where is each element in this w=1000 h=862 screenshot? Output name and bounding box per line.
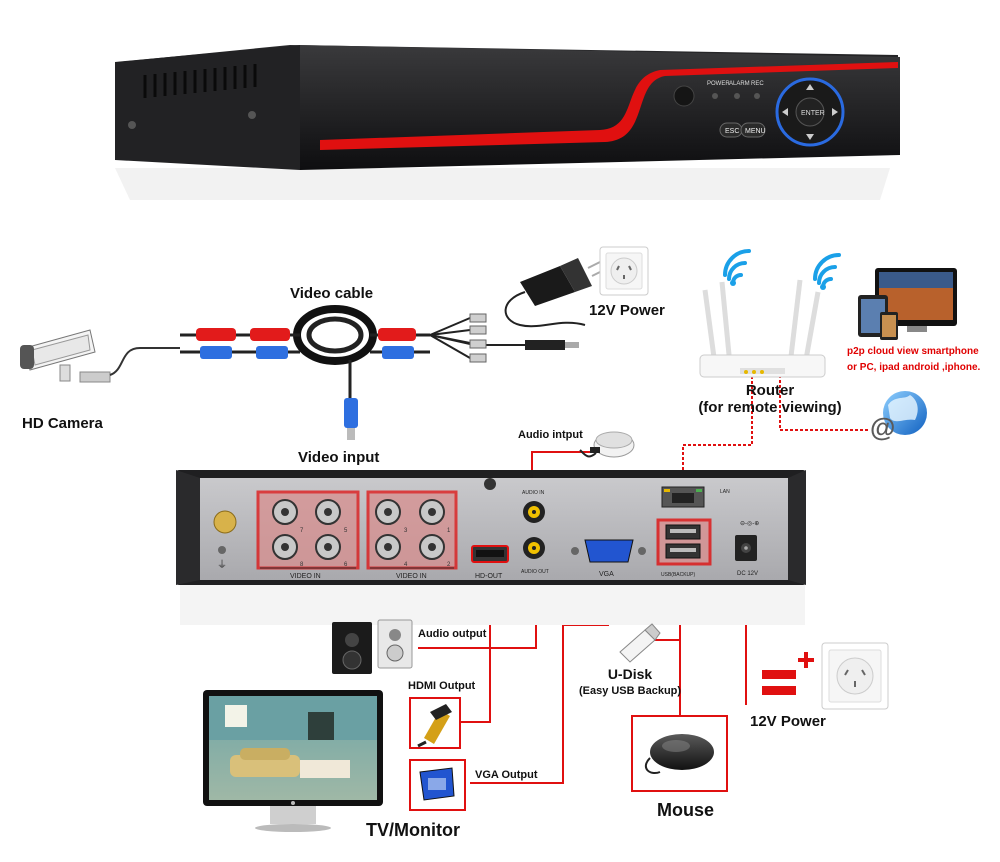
audio-in-label: AUDIO IN bbox=[522, 490, 545, 496]
video-cable-label: Video cable bbox=[290, 285, 374, 302]
router bbox=[699, 279, 826, 378]
mouse-icon bbox=[631, 715, 728, 792]
remote-devices-icon bbox=[858, 268, 957, 340]
usb-port-label: USB(BACKUP) bbox=[661, 572, 696, 578]
dc-polarity-symbol bbox=[762, 652, 814, 695]
arrow-right-icon bbox=[832, 108, 838, 116]
blue-bnc-connector bbox=[200, 346, 232, 359]
power-label-bottom: 12V Power bbox=[750, 713, 826, 730]
channel-numbers: 7 5 3 1 8 6 4 2 bbox=[300, 528, 451, 568]
u-disk-sublabel: (Easy USB Backup) bbox=[578, 685, 682, 697]
lan-port[interactable] bbox=[661, 486, 705, 508]
vga-port[interactable] bbox=[571, 539, 646, 563]
internet-globe-icon: @ bbox=[870, 391, 927, 442]
arrow-left-icon bbox=[782, 108, 788, 116]
router-sublabel: (for remote viewing) bbox=[698, 399, 842, 416]
hdmi-port-label: HD-OUT bbox=[475, 573, 503, 580]
power-label-top: 12V Power bbox=[589, 302, 665, 319]
usb-ports[interactable] bbox=[656, 518, 712, 566]
navigation-dial[interactable]: ENTER bbox=[775, 77, 845, 147]
audio-input-label: Audio intput bbox=[518, 429, 583, 441]
router-label: Router bbox=[745, 382, 795, 399]
audio-in-port[interactable] bbox=[523, 501, 545, 523]
dvr-back-panel: ⏚ 7 5 3 1 8 6 4 2 VIDEO IN bbox=[176, 470, 806, 625]
lan-port-label: LAN bbox=[720, 489, 730, 495]
p2p-label: p2p cloud view smartphone bbox=[847, 346, 979, 357]
arrow-up-icon bbox=[806, 84, 814, 90]
vent-slots bbox=[143, 64, 257, 98]
audio-out-port[interactable] bbox=[523, 537, 545, 559]
hdmi-output-label: HDMI Output bbox=[408, 680, 476, 692]
microphone-device bbox=[579, 431, 635, 458]
hdmi-port[interactable] bbox=[471, 545, 509, 563]
indicator-alarm-label: ALARM bbox=[729, 81, 750, 87]
wire-lan bbox=[682, 375, 753, 485]
mouse-label: Mouse bbox=[657, 800, 715, 820]
video-in-block-1 bbox=[256, 490, 360, 570]
enter-button[interactable]: ENTER bbox=[801, 110, 825, 117]
dc-power-port[interactable] bbox=[735, 535, 757, 561]
menu-button[interactable]: MENU bbox=[740, 122, 766, 138]
vga-output-label: VGA Output bbox=[475, 769, 538, 781]
video-in-label: VIDEO IN bbox=[290, 573, 321, 580]
hdmi-cable-icon bbox=[409, 697, 461, 749]
svg-text:5: 5 bbox=[344, 528, 348, 534]
ir-receiver-icon bbox=[673, 85, 695, 107]
power-splitter bbox=[429, 317, 525, 359]
usb-flash-drive-icon bbox=[619, 623, 661, 663]
ground-screw-icon bbox=[213, 510, 237, 534]
svg-text:ESC: ESC bbox=[725, 128, 739, 135]
video-input-label: Video input bbox=[298, 449, 380, 466]
video-cable bbox=[180, 305, 430, 440]
front-indicators: POWER ALARM REC bbox=[707, 81, 764, 99]
arrow-down-icon bbox=[806, 134, 814, 140]
svg-text:MENU: MENU bbox=[745, 128, 766, 135]
svg-text:4: 4 bbox=[404, 562, 408, 568]
power-adapter bbox=[504, 258, 605, 328]
dvr-front-view: POWER ALARM REC ESC MENU ENTER bbox=[115, 45, 900, 200]
wire-internet bbox=[779, 375, 870, 431]
svg-text:7: 7 bbox=[300, 528, 304, 534]
hd-camera-label: HD Camera bbox=[22, 415, 103, 432]
indicator-rec-label: REC bbox=[751, 81, 764, 87]
svg-text:⏚: ⏚ bbox=[217, 559, 227, 571]
tv-monitor-label: TV/Monitor bbox=[366, 820, 460, 840]
email-at-icon: @ bbox=[870, 412, 895, 442]
hd-camera bbox=[20, 329, 180, 383]
wifi-icon bbox=[723, 249, 751, 286]
speakers-icon bbox=[332, 619, 413, 674]
wall-socket-top bbox=[599, 246, 649, 296]
audio-output-label: Audio output bbox=[418, 628, 487, 640]
video-in-label: VIDEO IN bbox=[396, 573, 427, 580]
svg-text:6: 6 bbox=[344, 562, 348, 568]
u-disk-label: U-Disk bbox=[607, 666, 653, 682]
wire-hdmi bbox=[460, 582, 491, 723]
polarity-icon: ⊖-◎-⊕ bbox=[740, 521, 759, 527]
svg-text:8: 8 bbox=[300, 562, 304, 568]
vga-cable-icon bbox=[409, 759, 466, 811]
audio-out-label: AUDIO OUT bbox=[521, 569, 549, 575]
vga-port-label: VGA bbox=[599, 571, 614, 578]
esc-button[interactable]: ESC bbox=[719, 122, 743, 138]
wifi-icon bbox=[813, 253, 841, 290]
svg-text:1: 1 bbox=[447, 528, 451, 534]
wall-socket-bottom bbox=[821, 642, 889, 710]
svg-text:3: 3 bbox=[404, 528, 408, 534]
tv-monitor-icon bbox=[203, 690, 383, 832]
p2p-sublabel: or PC, ipad android ,iphone. bbox=[847, 362, 981, 373]
red-power-connector bbox=[196, 328, 236, 341]
video-in-block-2 bbox=[366, 490, 458, 570]
dc-port-label: DC 12V bbox=[737, 571, 758, 577]
svg-text:2: 2 bbox=[447, 562, 451, 568]
indicator-power-label: POWER bbox=[707, 81, 730, 87]
network-wires bbox=[682, 375, 870, 485]
